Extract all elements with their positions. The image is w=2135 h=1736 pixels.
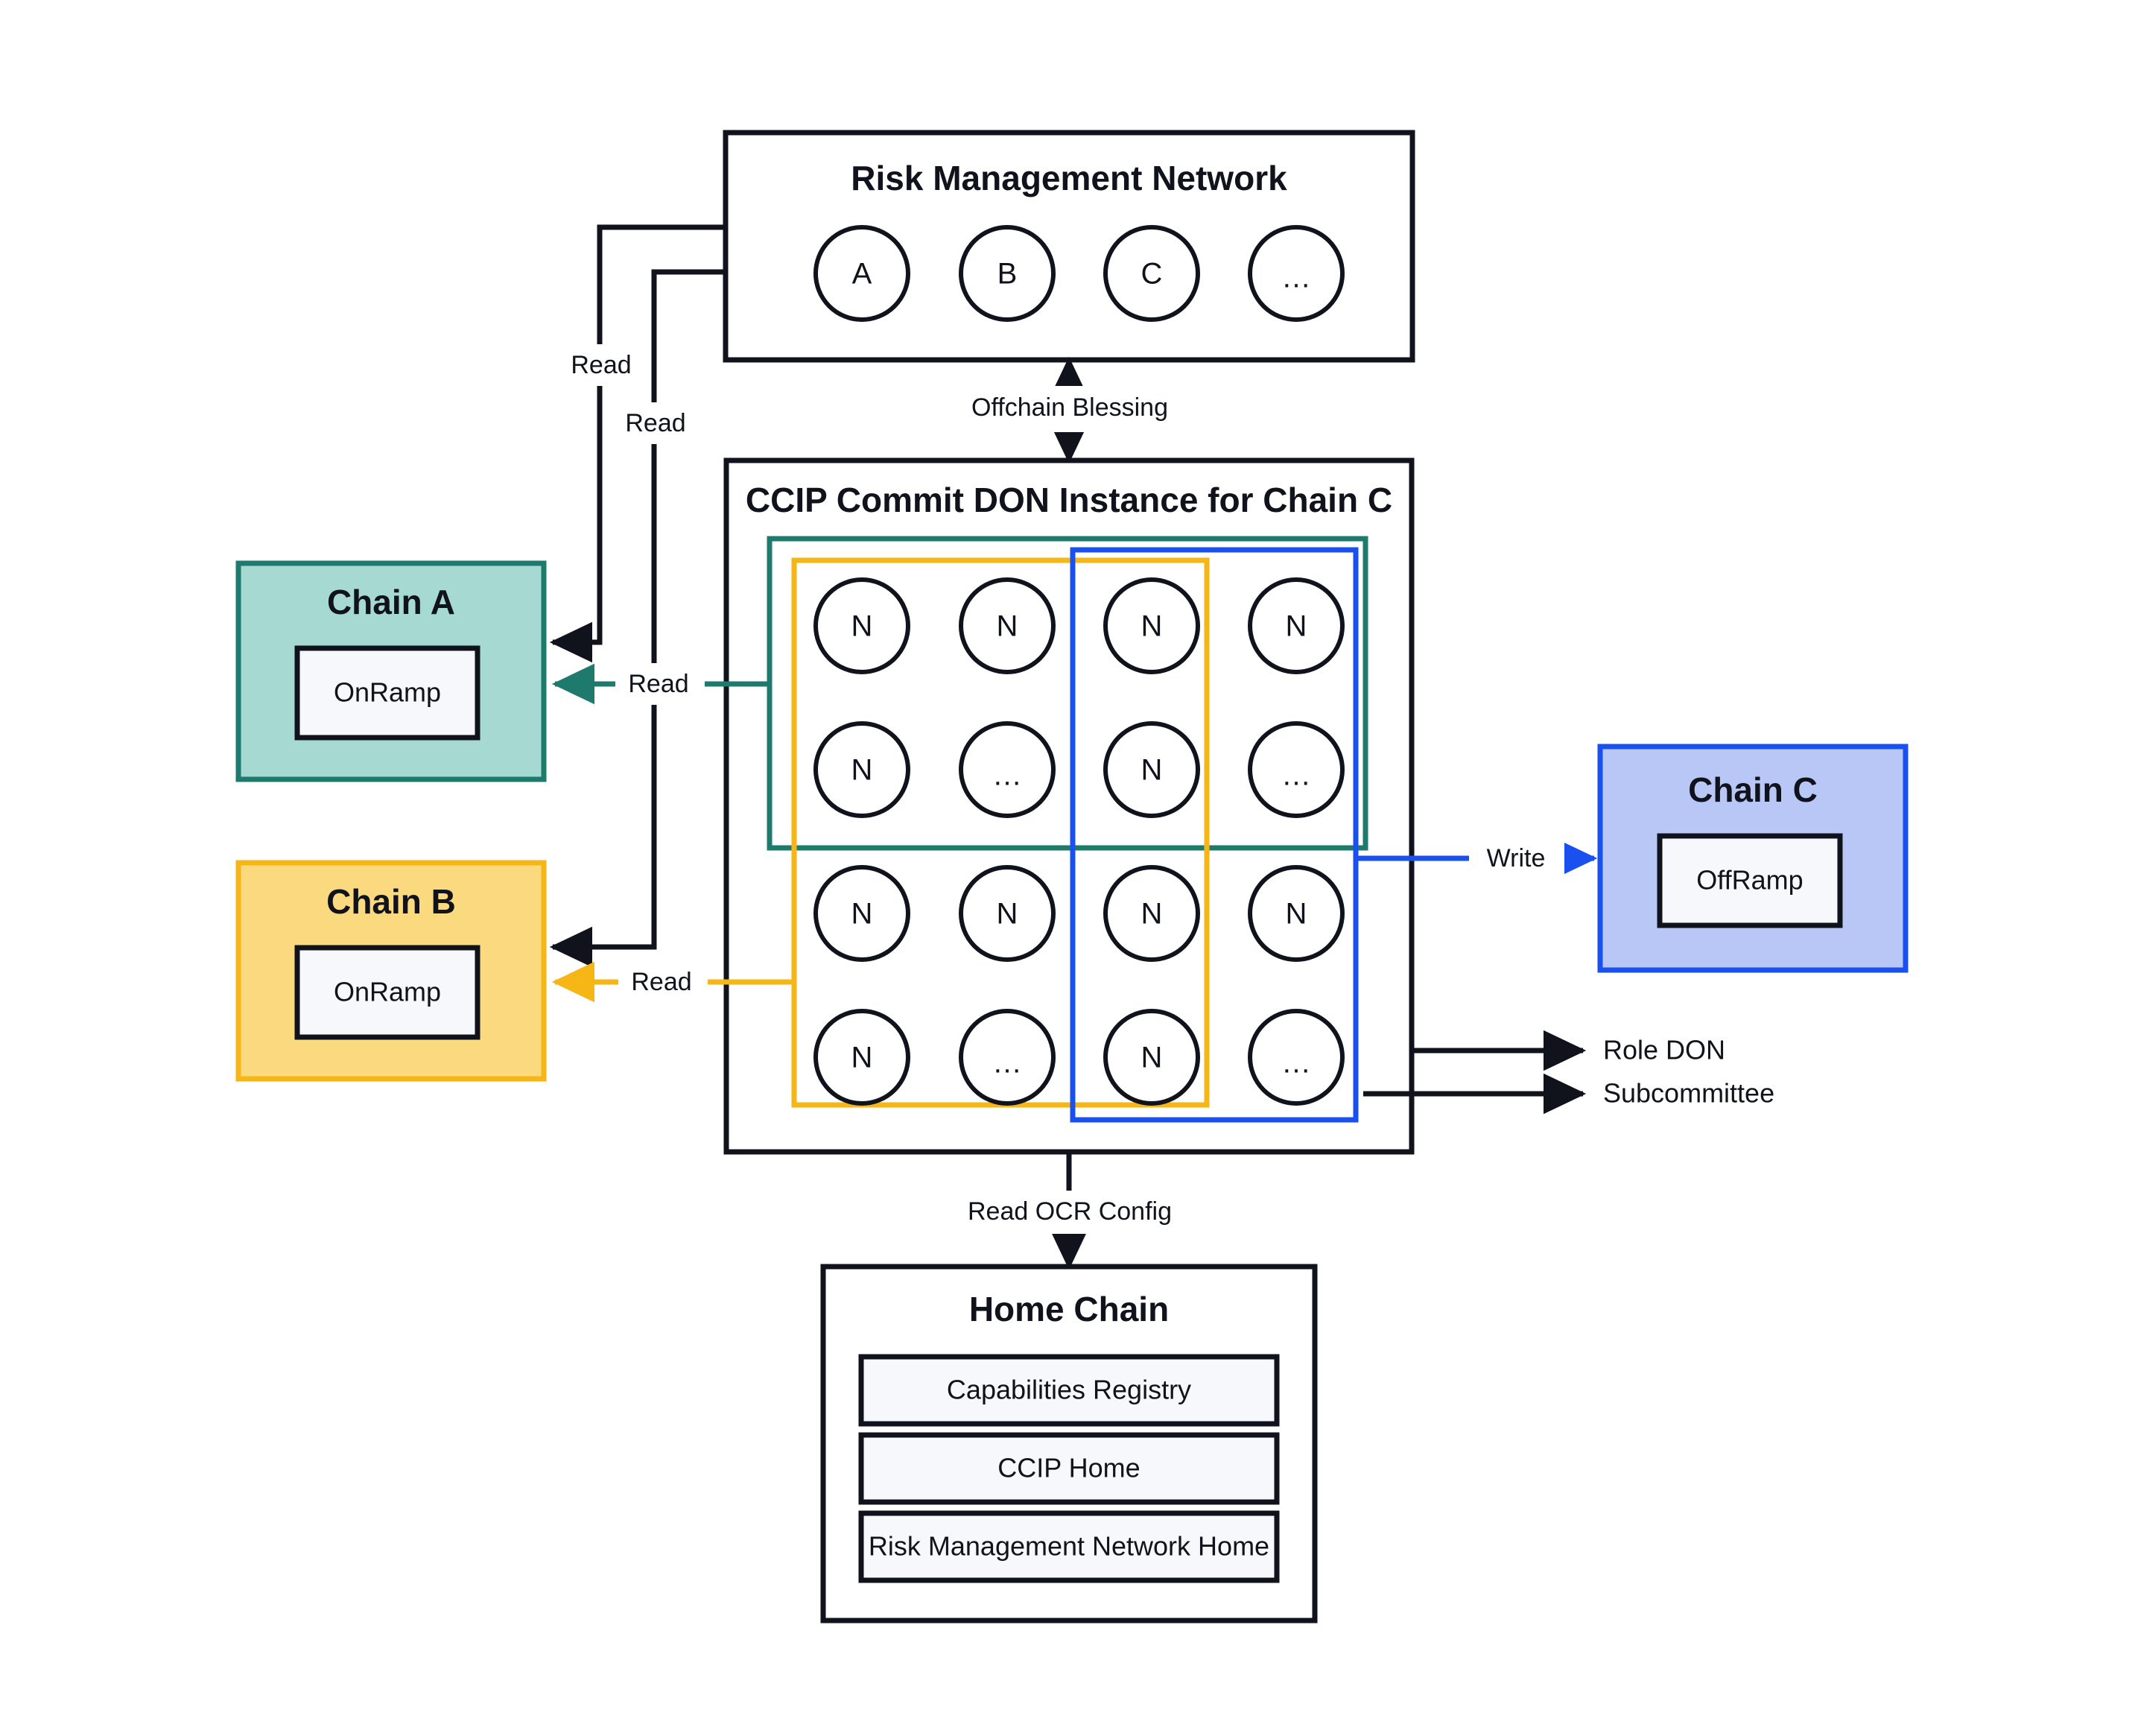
don-node-label: N xyxy=(851,1042,873,1074)
don-node-label: … xyxy=(992,1047,1022,1080)
chain-b-box: Chain B OnRamp xyxy=(235,860,547,1082)
legend-role-don: Role DON xyxy=(1412,1030,1725,1071)
edge-don-write-chain-c: Write xyxy=(1356,837,1598,879)
legend-subcommittee-label: Subcommittee xyxy=(1603,1078,1774,1109)
don-node: N xyxy=(813,865,910,962)
home-chain-contract-label: Risk Management Network Home xyxy=(869,1531,1269,1562)
legend-role-don-label: Role DON xyxy=(1603,1035,1725,1065)
edge-don-read-chain-b-label: Read xyxy=(631,968,691,996)
don-node-grid: N N N N N … N … xyxy=(813,577,1345,1106)
don-node-label: N xyxy=(1286,610,1307,643)
don-node-label: N xyxy=(851,610,873,643)
don-node-label: N xyxy=(1141,1042,1163,1074)
edge-rmn-read-chain-b: Read xyxy=(549,269,726,968)
chain-a-box: Chain A OnRamp xyxy=(235,560,547,782)
don-node-label: N xyxy=(1286,898,1307,931)
rmn-node-b-label: B xyxy=(997,258,1018,291)
risk-management-network-title: Risk Management Network xyxy=(851,159,1287,197)
chain-a-onramp-contract: OnRamp xyxy=(294,645,480,741)
don-node-label: N xyxy=(997,610,1018,643)
home-chain-box: Home Chain Capabilities Registry CCIP Ho… xyxy=(820,1264,1318,1623)
chain-b-title: Chain B xyxy=(326,882,456,921)
rmn-node-a-label: A xyxy=(852,258,872,291)
don-node-label: N xyxy=(1141,898,1163,931)
chain-c-offramp-label: OffRamp xyxy=(1696,865,1803,896)
ccip-commit-don-title: CCIP Commit DON Instance for Chain C xyxy=(746,481,1392,519)
don-node: N xyxy=(813,721,910,818)
rmn-node-ellipsis: … xyxy=(1248,225,1345,322)
don-node: N xyxy=(1103,1009,1200,1106)
don-node-label: … xyxy=(1281,1047,1311,1080)
don-node-label: N xyxy=(851,898,873,931)
don-node-label: N xyxy=(851,754,873,787)
edge-rmn-read-chain-b-label: Read xyxy=(625,409,685,437)
chain-c-box: Chain C OffRamp xyxy=(1597,744,1909,973)
don-node: N xyxy=(1103,865,1200,962)
edge-offchain-blessing: Offchain Blessing xyxy=(968,356,1171,464)
chain-b-onramp-contract: OnRamp xyxy=(294,945,480,1040)
home-chain-contract-label: CCIP Home xyxy=(997,1453,1140,1483)
don-node: … xyxy=(959,1009,1056,1106)
edge-rmn-read-chain-a-label: Read xyxy=(571,351,631,379)
don-node-label: N xyxy=(997,898,1018,931)
rmn-node-a: A xyxy=(813,225,910,322)
chain-a-onramp-label: OnRamp xyxy=(334,677,441,708)
edge-rmn-read-chain-a: Read xyxy=(549,224,726,663)
home-chain-title: Home Chain xyxy=(969,1290,1169,1328)
don-node-label: … xyxy=(992,759,1022,792)
home-chain-contract-risk-management-network-home: Risk Management Network Home xyxy=(858,1510,1280,1583)
rmn-node-ellipsis-label: … xyxy=(1281,262,1311,294)
don-node-label: N xyxy=(1141,754,1163,787)
don-node: N xyxy=(959,865,1056,962)
edge-don-read-chain-b: Read xyxy=(551,961,794,1003)
don-node-label: … xyxy=(1281,759,1311,792)
rmn-node-c: C xyxy=(1103,225,1200,322)
edge-don-read-chain-a-label: Read xyxy=(628,670,688,698)
don-node: N xyxy=(959,577,1056,674)
don-node: … xyxy=(1248,721,1345,818)
chain-a-title: Chain A xyxy=(327,583,455,621)
don-node: N xyxy=(1248,577,1345,674)
home-chain-contract-capabilities-registry: Capabilities Registry xyxy=(858,1354,1280,1427)
home-chain-contract-label: Capabilities Registry xyxy=(947,1375,1191,1405)
don-node-label: N xyxy=(1141,610,1163,643)
rmn-node-c-label: C xyxy=(1141,258,1163,291)
rmn-node-b: B xyxy=(959,225,1056,322)
risk-management-network-box: Risk Management Network A B C … xyxy=(723,130,1415,363)
edge-read-ocr-config: Read OCR Config xyxy=(968,1152,1181,1270)
don-node: N xyxy=(1103,721,1200,818)
home-chain-contract-ccip-home: CCIP Home xyxy=(858,1432,1280,1505)
don-node: N xyxy=(813,577,910,674)
edge-don-write-chain-c-label: Write xyxy=(1487,844,1546,872)
edge-offchain-blessing-label: Offchain Blessing xyxy=(971,393,1168,422)
edge-don-read-chain-a: Read xyxy=(551,663,770,705)
don-node: … xyxy=(959,721,1056,818)
don-node: N xyxy=(813,1009,910,1106)
grouping-rect-blue-subcommittee-chain-c xyxy=(1070,547,1359,1123)
grouping-rect-teal-role-don-chain-a xyxy=(767,536,1368,851)
don-node: … xyxy=(1248,1009,1345,1106)
don-node: N xyxy=(1248,865,1345,962)
don-node: N xyxy=(1103,577,1200,674)
edge-read-ocr-config-label: Read OCR Config xyxy=(968,1197,1172,1226)
chain-c-title: Chain C xyxy=(1688,770,1818,809)
legend-subcommittee: Subcommittee xyxy=(1363,1073,1774,1115)
chain-c-offramp-contract: OffRamp xyxy=(1657,833,1843,928)
chain-b-onramp-label: OnRamp xyxy=(334,977,441,1007)
